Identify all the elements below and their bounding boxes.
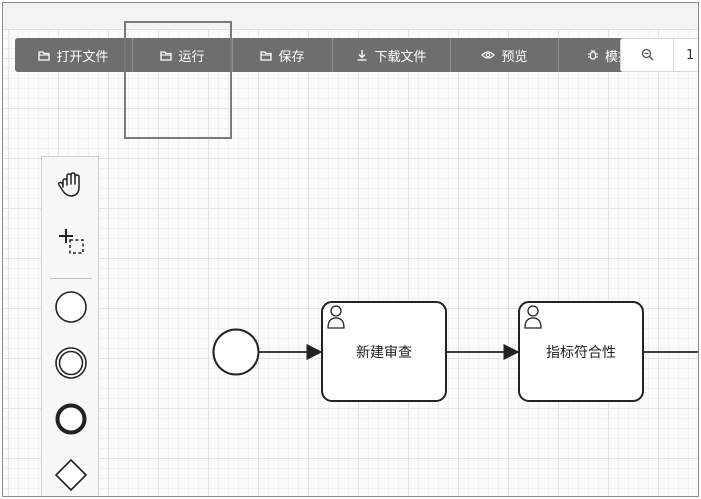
folder-icon xyxy=(260,50,273,61)
zoom-controls: 1 xyxy=(620,38,698,72)
user-task[interactable]: 指标符合性 xyxy=(518,301,644,402)
user-task[interactable]: 新建审查 xyxy=(321,301,447,402)
end-event-tool[interactable] xyxy=(42,395,100,447)
bug-icon xyxy=(587,49,599,61)
task-label: 新建审查 xyxy=(356,345,412,361)
bpmn-canvas: 新建审查 指标符合性 xyxy=(212,301,698,402)
lasso-icon xyxy=(56,226,86,260)
lasso-tool[interactable] xyxy=(42,217,100,269)
download-file-button[interactable]: 下载文件 xyxy=(333,38,451,72)
hand-tool[interactable] xyxy=(42,161,100,213)
user-icon xyxy=(327,305,345,329)
palette-separator xyxy=(50,278,92,279)
bold-circle-icon xyxy=(53,401,89,441)
tool-palette xyxy=(41,156,100,496)
intermediate-event-tool[interactable] xyxy=(42,339,100,391)
circle-icon xyxy=(53,289,89,329)
zoom-out-icon xyxy=(641,46,654,65)
diamond-icon xyxy=(53,457,89,496)
open-file-label: 打开文件 xyxy=(56,49,109,65)
user-icon xyxy=(524,305,542,329)
run-label: 运行 xyxy=(178,49,205,65)
folder-icon xyxy=(38,50,51,61)
open-file-button[interactable]: 打开文件 xyxy=(15,38,133,72)
run-button[interactable]: 运行 xyxy=(133,38,233,72)
download-file-label: 下载文件 xyxy=(374,49,427,65)
start-event[interactable] xyxy=(212,328,260,376)
save-button[interactable]: 保存 xyxy=(233,38,333,72)
start-event-tool[interactable] xyxy=(42,283,100,335)
gateway-tool[interactable] xyxy=(42,451,100,496)
save-label: 保存 xyxy=(278,49,305,65)
hand-icon xyxy=(56,171,86,203)
download-icon xyxy=(356,49,368,61)
folder-icon xyxy=(160,50,173,61)
preview-label: 预览 xyxy=(501,49,528,65)
zoom-out-button[interactable] xyxy=(621,39,674,71)
zoom-level-text: 1 xyxy=(686,47,695,63)
top-bar xyxy=(3,3,698,30)
preview-button[interactable]: 预览 xyxy=(451,38,559,72)
toolbar: 打开文件 运行 保存 下载文件 预览 xyxy=(15,38,659,72)
eye-icon xyxy=(481,50,496,60)
double-circle-icon xyxy=(53,345,89,385)
task-label: 指标符合性 xyxy=(546,345,616,361)
